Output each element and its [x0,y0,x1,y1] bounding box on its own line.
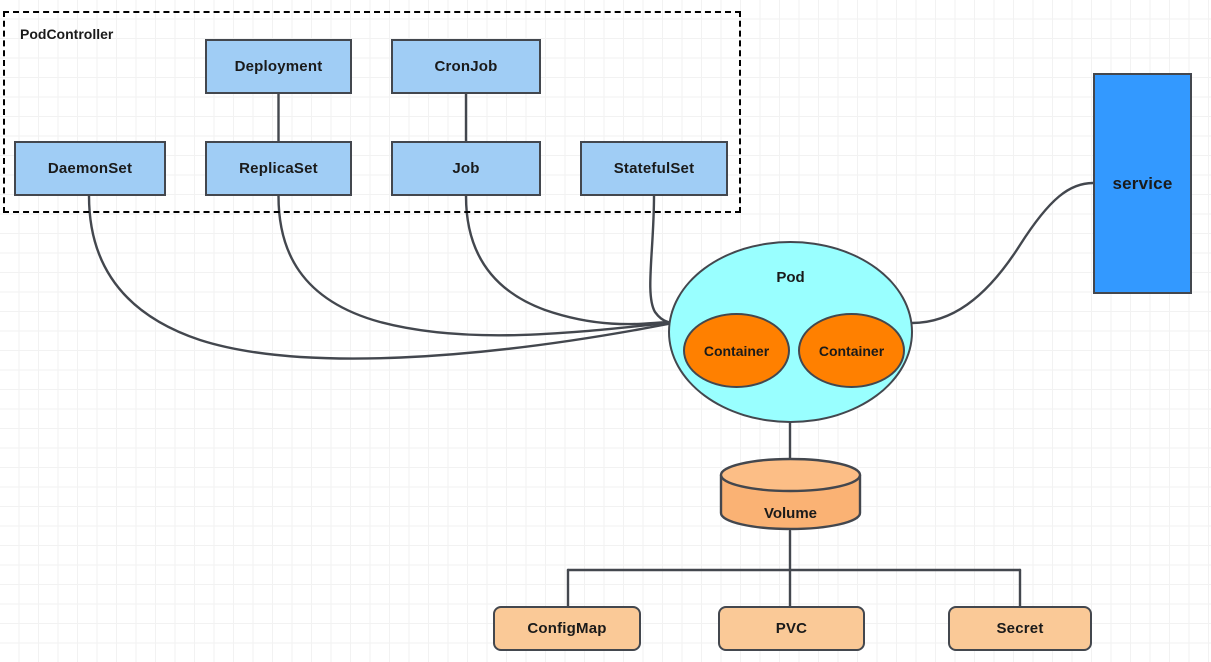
node-configmap[interactable]: ConfigMap [493,606,641,651]
podcontroller-group-label: PodController [20,26,114,42]
node-replicaset[interactable]: ReplicaSet [205,141,352,196]
edge-daemonset-pod [87,194,670,360]
node-container-2[interactable]: Container [798,313,905,388]
node-secret[interactable]: Secret [948,606,1092,651]
node-configmap-label: ConfigMap [527,620,607,637]
node-pod[interactable]: Pod Container Container [668,241,913,423]
node-volume[interactable]: Volume [719,457,862,531]
node-service-label: service [1112,173,1173,193]
node-service[interactable]: service [1093,73,1192,294]
node-job[interactable]: Job [391,141,541,196]
node-cronjob[interactable]: CronJob [391,39,541,94]
node-secret-label: Secret [996,620,1044,637]
node-pod-label: Pod [776,269,805,286]
edge-statefulset-pod [649,194,670,324]
edge-replicaset-pod [277,194,670,337]
node-pvc-label: PVC [775,620,808,637]
node-job-label: Job [452,160,480,177]
node-container-1[interactable]: Container [683,313,790,388]
node-daemonset-label: DaemonSet [47,160,133,177]
node-statefulset[interactable]: StatefulSet [580,141,728,196]
edge-job-pod [464,194,670,326]
node-deployment-label: Deployment [234,58,323,75]
node-statefulset-label: StatefulSet [613,160,695,177]
node-cronjob-label: CronJob [434,58,498,75]
node-deployment[interactable]: Deployment [205,39,352,94]
node-replicaset-label: ReplicaSet [239,160,318,177]
node-daemonset[interactable]: DaemonSet [14,141,166,196]
node-container-2-label: Container [818,342,885,359]
node-container-1-label: Container [703,342,770,359]
volume-cylinder-shape [719,457,862,531]
node-pvc[interactable]: PVC [718,606,865,651]
edge-pod-service [910,181,1095,325]
